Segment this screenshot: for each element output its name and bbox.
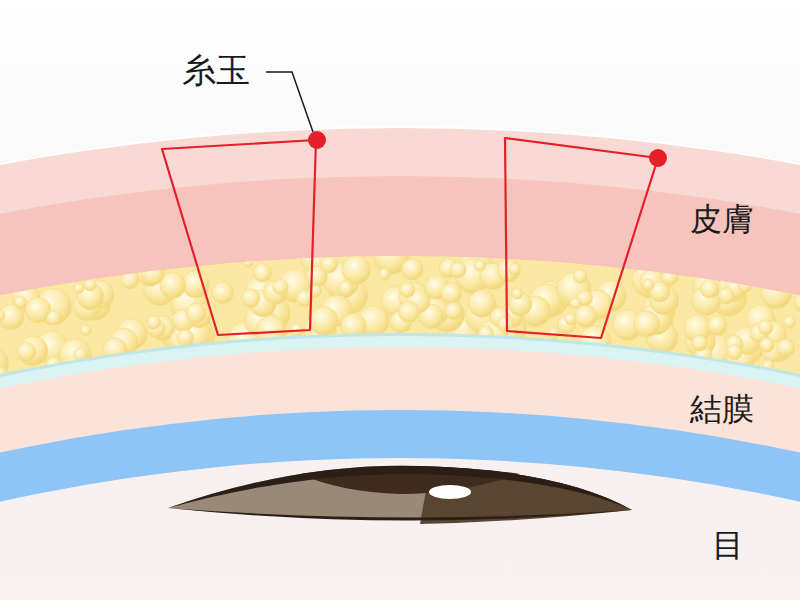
fat-bubble xyxy=(14,296,26,308)
fat-bubble xyxy=(74,283,84,293)
fat-bubble xyxy=(759,338,774,353)
fat-bubble xyxy=(707,315,727,335)
conjunctiva xyxy=(0,347,800,600)
fat-bubble xyxy=(512,288,523,299)
fat-bubble xyxy=(565,313,577,325)
fat-bubble xyxy=(474,260,485,271)
suture-knot-label: 糸玉 xyxy=(182,52,250,89)
dermis xyxy=(0,176,800,600)
fat-bubble xyxy=(121,271,139,289)
fat-bubble xyxy=(573,270,587,284)
layer-label: 目 xyxy=(712,528,744,563)
fat-bubble xyxy=(794,292,800,314)
fat-bubble xyxy=(81,325,91,335)
leader-line xyxy=(266,72,313,132)
fat-bubble xyxy=(661,269,677,285)
fat-bubble xyxy=(570,298,581,309)
fat-bubble xyxy=(497,259,520,282)
fat-bubble xyxy=(17,342,36,361)
suture-loop xyxy=(505,138,658,338)
fat-layer xyxy=(0,256,800,600)
membrane-edge xyxy=(0,333,800,600)
skin-edge xyxy=(0,126,800,600)
fat-bubble xyxy=(634,311,660,337)
suture-knot xyxy=(308,131,326,149)
fat-bubble xyxy=(445,302,462,319)
fat-bubble xyxy=(400,282,415,297)
membrane xyxy=(0,336,800,600)
fat-bubble xyxy=(177,330,194,347)
eye-highlight xyxy=(429,485,471,499)
layer-label: 皮膚 xyxy=(690,202,754,237)
eye xyxy=(168,466,632,524)
eyelid-line xyxy=(168,466,632,510)
inner-layers xyxy=(0,333,800,600)
fat-bubble xyxy=(321,256,338,273)
fat-bubble xyxy=(692,335,708,351)
blue-layer xyxy=(0,410,800,600)
fat-bubble xyxy=(242,289,260,307)
sutures xyxy=(162,138,658,338)
fat-bubble xyxy=(700,279,719,298)
fat-bubble xyxy=(441,283,462,304)
fat-bubble xyxy=(309,307,337,335)
fat-bubble xyxy=(342,255,371,284)
fat-bubble xyxy=(212,282,234,304)
epidermis xyxy=(0,128,800,600)
fat-bubble xyxy=(402,259,423,280)
fat-bubble xyxy=(141,262,164,285)
fat-bubble xyxy=(509,264,520,275)
fat-bubble xyxy=(47,311,61,325)
fat-bubble xyxy=(379,268,391,280)
skin-layers xyxy=(0,126,800,600)
fat-bubble xyxy=(761,277,792,308)
fat-bubble xyxy=(243,257,253,267)
lower-lid-line xyxy=(168,508,632,521)
fat-bubble xyxy=(0,309,5,321)
fat-bubble xyxy=(398,302,419,323)
layer-label: 結膜 xyxy=(690,392,754,427)
fat-bubble xyxy=(642,279,654,291)
fat-bubble xyxy=(338,281,353,296)
fat-bubble xyxy=(783,316,795,328)
fat-bubble xyxy=(738,278,752,292)
fat-bubble xyxy=(273,279,289,295)
suture-knot xyxy=(649,149,667,167)
fat-bubble xyxy=(727,344,742,359)
fat-bubble xyxy=(777,339,795,357)
suture-loop xyxy=(162,140,316,335)
fat-bubble xyxy=(186,303,206,323)
eye-ground xyxy=(0,458,800,600)
fat-bubble xyxy=(718,288,734,304)
fat-bubble xyxy=(253,264,271,282)
fat-bubble xyxy=(84,279,96,291)
fat-bubble xyxy=(137,260,163,286)
fat-bubble xyxy=(758,320,773,335)
fat-bubble xyxy=(147,316,161,330)
fat-bubble xyxy=(450,262,466,278)
